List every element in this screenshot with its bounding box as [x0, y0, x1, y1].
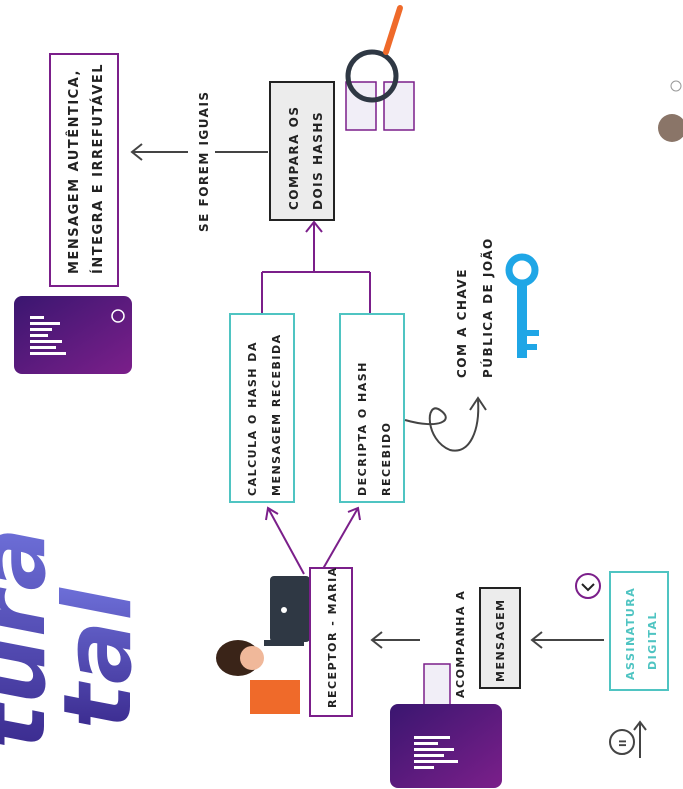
magnifier-icon — [345, 5, 415, 131]
step-number: II — [618, 740, 629, 747]
document-icon-bottom — [390, 663, 502, 788]
chevron-down-icon — [111, 309, 125, 323]
calcula-box: CALCULA O HASH DA MENSAGEM RECEBIDA — [229, 313, 295, 503]
arrow-to-mensagem — [530, 631, 604, 649]
title-line-2: tal — [44, 587, 153, 729]
chave-line-2: PÚBLICA DE JOÃO — [480, 237, 495, 378]
mensagem-box: MENSAGEM — [479, 587, 521, 689]
step-badge: II — [609, 729, 635, 755]
title-script: tura tal — [0, 527, 153, 749]
mensagem-autentica-box: MENSAGEM AUTÊNTICA, ÍNTEGRA E IRREFUTÁVE… — [49, 53, 119, 287]
arrow-to-receptor — [370, 631, 420, 649]
chevron-down-icon — [575, 573, 601, 599]
calcula-line-1: CALCULA O HASH DA — [246, 341, 259, 496]
curly-arrow — [404, 396, 487, 452]
mensagem-autentica-line-2: ÍNTEGRA E IRREFUTÁVEL — [90, 63, 106, 274]
title-line-1: tura — [0, 527, 67, 749]
key-icon — [505, 253, 539, 358]
avatar-fragment — [658, 80, 683, 142]
compara-line-1: COMPARA OS — [287, 106, 301, 210]
mensagem-label: MENSAGEM — [494, 598, 507, 682]
chave-line-1: COM A CHAVE — [455, 268, 469, 378]
acompanha-label: ACOMPANHA A — [454, 590, 467, 698]
compara-line-2: DOIS HASHS — [311, 111, 325, 210]
se-forem-iguais-label: SE FOREM IGUAIS — [197, 90, 211, 232]
compara-box: COMPARA OS DOIS HASHS — [269, 81, 335, 221]
mensagem-autentica-line-1: MENSAGEM AUTÊNTICA, — [66, 69, 82, 274]
document-icon-top — [14, 296, 132, 374]
decripta-line-2: RECEBIDO — [380, 421, 393, 496]
merge-connector — [261, 220, 371, 575]
calcula-line-2: MENSAGEM RECEBIDA — [270, 333, 283, 496]
decripta-box: DECRIPTA O HASH RECEBIDO — [339, 313, 405, 503]
decripta-line-1: DECRIPTA O HASH — [356, 361, 369, 496]
assinatura-box: ASSINATURA DIGITAL — [609, 571, 669, 691]
arrow-up-icon — [633, 720, 647, 758]
assinatura-line-1: ASSINATURA — [624, 587, 637, 680]
receptor-label: RECEPTOR - MARIA — [326, 566, 339, 708]
receptor-box: RECEPTOR - MARIA — [309, 566, 353, 717]
arrow-to-autentica — [130, 143, 268, 161]
assinatura-line-2: DIGITAL — [646, 611, 659, 670]
person-illustration — [216, 576, 310, 714]
